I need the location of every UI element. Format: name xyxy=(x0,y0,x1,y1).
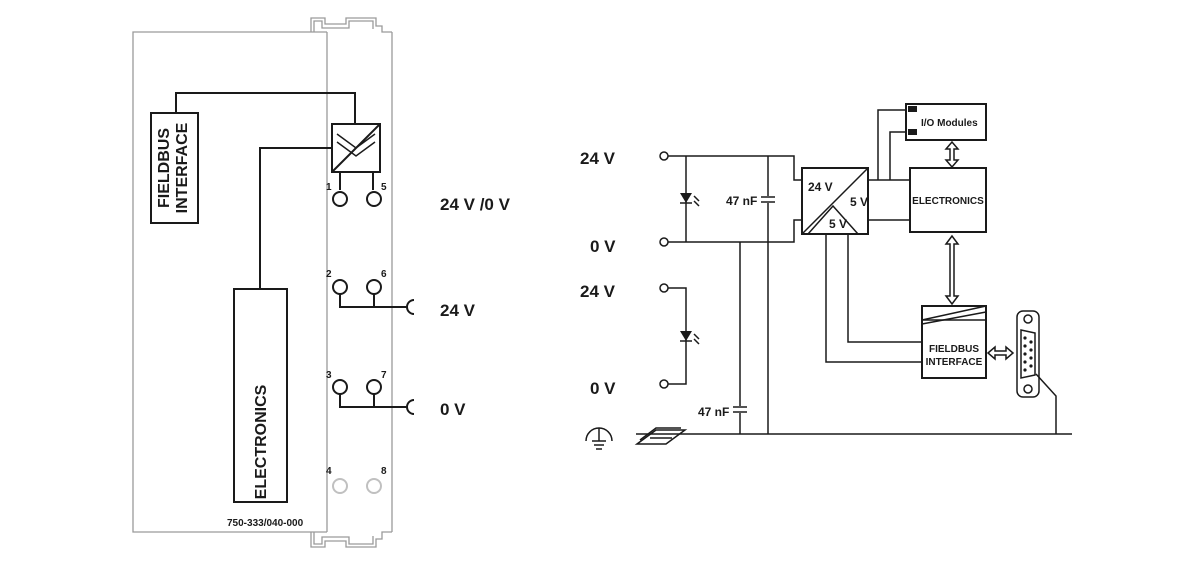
terminal-6 xyxy=(366,279,382,295)
led2-icon xyxy=(680,331,700,345)
supply1-0v-terminal xyxy=(659,237,669,247)
fieldbus-right-label-line2: INTERFACE xyxy=(926,357,983,368)
cap2-label: 47 nF xyxy=(698,405,729,419)
bridge-0v xyxy=(339,394,408,408)
terminal-6-num: 6 xyxy=(381,269,387,280)
supply2-24v-terminal xyxy=(659,283,669,293)
rail-24v xyxy=(668,155,802,181)
ground-icon xyxy=(585,427,613,450)
rail-0v xyxy=(668,219,802,243)
terminal-8-num: 8 xyxy=(381,466,387,477)
conv-to-fieldbus-1 xyxy=(825,234,922,363)
supply2-0v-terminal xyxy=(659,379,669,389)
fieldbus-interface-block: FIELDBUS INTERFACE xyxy=(150,112,199,224)
dsub-connector-icon xyxy=(1016,310,1040,398)
terminal-5-num: 5 xyxy=(381,182,387,193)
supply1-0v-label: 0 V xyxy=(590,237,616,256)
supply1-24v-terminal xyxy=(659,151,669,161)
electronics-right-label: ELECTRONICS xyxy=(912,196,984,207)
io-modules-block: I/O Modules xyxy=(905,103,987,141)
supply2-24v-label: 24 V xyxy=(580,282,616,301)
output-24v-connector xyxy=(406,299,415,315)
led1-icon xyxy=(680,193,700,207)
fieldbus-wire xyxy=(175,92,356,124)
converter-out1-label: 5 V xyxy=(850,195,868,209)
terminal-4-num: 4 xyxy=(326,466,332,477)
terminal-2 xyxy=(332,279,348,295)
io-modules-label: I/O Modules xyxy=(921,118,978,129)
terminal-4 xyxy=(332,478,348,494)
dcdc-converter-block xyxy=(801,167,869,235)
converter-out2-label: 5 V xyxy=(829,217,847,231)
conv-to-io-1 xyxy=(877,109,906,180)
din-rail-icon xyxy=(634,427,688,445)
terminal-3-num: 3 xyxy=(326,370,332,381)
electronics-block: ELECTRONICS xyxy=(233,288,288,503)
connector-shield-wire xyxy=(1035,373,1057,434)
module-housing xyxy=(132,17,393,548)
terminal-7-num: 7 xyxy=(381,370,387,381)
converter-symbol xyxy=(331,123,381,173)
electronics-block-right: ELECTRONICS xyxy=(909,167,987,233)
terminal-8 xyxy=(366,478,382,494)
label-24v: 24 V xyxy=(440,301,476,320)
terminal-3 xyxy=(332,379,348,395)
terminal-1 xyxy=(332,191,348,207)
label-24v-0v: 24 V /0 V xyxy=(440,195,511,214)
supply2-0v-label: 0 V xyxy=(590,379,616,398)
fieldbus-block-right: FIELDBUS INTERFACE xyxy=(921,305,987,379)
terminal-1-num: 1 xyxy=(326,182,332,193)
conv-to-fieldbus-2 xyxy=(847,234,922,343)
label-0v: 0 V xyxy=(440,400,466,419)
io-electronics-arrow xyxy=(944,140,960,169)
terminal-2-num: 2 xyxy=(326,269,332,280)
part-number: 750-333/040-000 xyxy=(227,518,304,529)
electronics-label: ELECTRONICS xyxy=(253,384,270,499)
terminal-7 xyxy=(366,379,382,395)
fieldbus-right-label-line1: FIELDBUS xyxy=(929,344,979,355)
electronics-wire xyxy=(259,147,332,289)
fieldbus-label-line1: FIELDBUS xyxy=(156,128,173,208)
fieldbus-connector-arrow xyxy=(986,345,1015,361)
conv-to-io-2 xyxy=(889,131,906,180)
electronics-fieldbus-arrow xyxy=(944,234,960,306)
output-0v-connector xyxy=(406,399,415,415)
supply1-24v-label: 24 V xyxy=(580,149,616,168)
bridge-24v xyxy=(339,294,408,308)
terminal-5 xyxy=(366,191,382,207)
fieldbus-label-line2: INTERFACE xyxy=(174,122,191,213)
converter-in-label: 24 V xyxy=(808,180,833,194)
cap1-label: 47 nF xyxy=(726,194,757,208)
